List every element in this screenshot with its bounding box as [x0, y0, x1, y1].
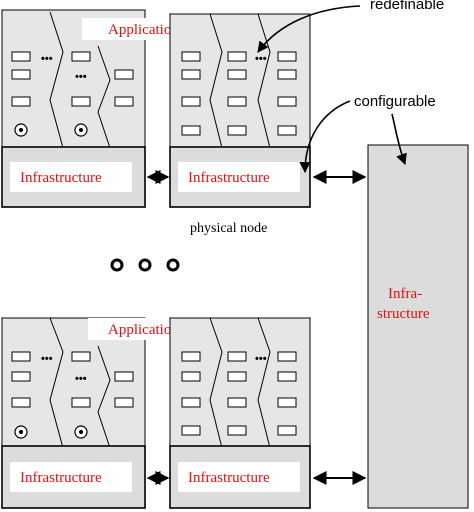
gear-icon [14, 123, 88, 137]
shared-infrastructure-label-line2: structure [377, 306, 430, 322]
application-label: Application [108, 22, 179, 38]
redefinable-pointer-arrow [257, 5, 361, 53]
boundary-line [97, 45, 111, 149]
top-right-node: ••• Infrastructure [169, 13, 311, 208]
boundary-line [209, 317, 223, 449]
infrastructure-label-bg [178, 162, 300, 192]
configurable-pointer-arrow [299, 100, 351, 174]
redefinable-label: redefinable [370, 0, 444, 13]
gear-icon [14, 425, 88, 439]
infrastructure-label: Infrastructure [20, 470, 102, 486]
configurable-label: configurable [354, 93, 436, 110]
process-column: ••• ••• [11, 351, 134, 408]
svg-text:•••: ••• [41, 53, 53, 65]
configurable-pointer-arrow [391, 113, 407, 166]
boundary-line [49, 317, 64, 449]
svg-text:•••: ••• [75, 373, 87, 385]
boundary-line [97, 345, 111, 449]
svg-text:•••: ••• [255, 353, 267, 365]
infrastructure-label: Infrastructure [188, 470, 270, 486]
process-column: ••• [181, 51, 297, 136]
physical-node-label: physical node [190, 221, 267, 236]
infrastructure-label-bg [10, 462, 132, 492]
boundary-line [209, 13, 223, 149]
bottom-right-node: ••• Infrastructure [169, 317, 311, 509]
shared-infrastructure: Infra- structure [367, 144, 469, 509]
infrastructure-label: Infrastructure [20, 170, 102, 186]
infrastructure-label-bg [178, 462, 300, 492]
boundary-line [257, 317, 271, 449]
boundary-line [257, 13, 271, 149]
shared-infrastructure-box [367, 144, 469, 509]
process-column: ••• ••• [11, 51, 134, 107]
infrastructure-label: Infrastructure [188, 170, 270, 186]
boundary-line [49, 11, 64, 149]
svg-text:•••: ••• [75, 71, 87, 83]
ellipsis-icon [110, 258, 180, 272]
svg-text:•••: ••• [255, 53, 267, 65]
application-label: Application [108, 322, 179, 338]
process-column: ••• [181, 351, 297, 436]
svg-text:•••: ••• [41, 353, 53, 365]
shared-infrastructure-label-line1: Infra- [388, 286, 422, 302]
infrastructure-label-bg [10, 162, 132, 192]
